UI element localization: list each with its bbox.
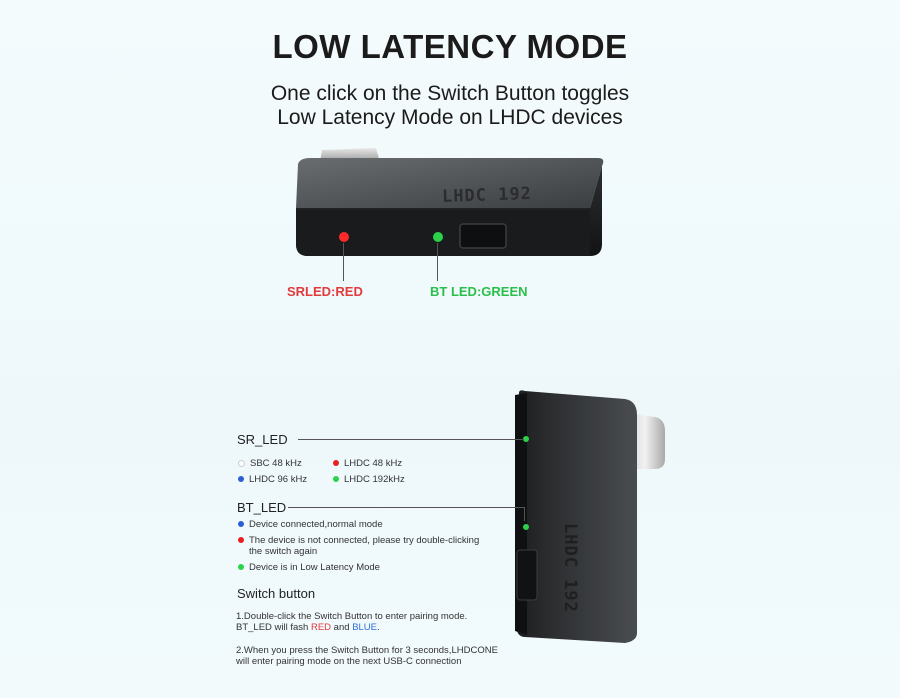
sr-led-label: SRLED:RED (287, 284, 363, 299)
bt-led-label: BT LED:GREEN (430, 284, 528, 299)
blue-dot-icon (238, 476, 244, 483)
bt-led-connector-line-h (288, 507, 524, 508)
bt-item-connected: Device connected,normal mode (238, 519, 383, 530)
sr-led-connector-line (298, 439, 524, 440)
green-dot-icon (333, 476, 339, 483)
red-dot-icon (238, 537, 244, 544)
top-device-front-panel (296, 210, 590, 256)
sr-led-pointer-line (343, 243, 344, 281)
top-sr-led (339, 232, 349, 242)
sr-item-lhdc192: LHDC 192kHz (333, 474, 405, 485)
subtitle: One click on the Switch Button toggles L… (0, 82, 900, 130)
side-device-body (517, 390, 637, 643)
top-bt-led (433, 232, 443, 242)
red-dot-icon (333, 460, 339, 467)
top-device-illustration: LHDC 192 (296, 148, 604, 256)
switch-paragraph-2: 2.When you press the Switch Button for 3… (236, 645, 498, 667)
white-dot-icon (238, 459, 245, 467)
side-sr-led (523, 436, 529, 442)
bt-item-not-connected: The device is not connected, please try … (238, 535, 479, 546)
blue-dot-icon (238, 521, 244, 528)
sr-led-heading: SR_LED (237, 432, 288, 447)
sr-item-lhdc48: LHDC 48 kHz (333, 458, 402, 469)
side-bt-led (523, 524, 529, 530)
switch-heading: Switch button (237, 586, 316, 601)
bt-led-pointer-line (437, 243, 438, 281)
bt-item-not-connected-line2: the switch again (249, 546, 318, 557)
page-title: LOW LATENCY MODE (272, 28, 628, 65)
sr-item-sbc48: SBC 48 kHz (238, 458, 302, 469)
sr-item-lhdc96: LHDC 96 kHz (238, 474, 307, 485)
bt-led-heading: BT_LED (237, 500, 287, 515)
subtitle-line-2: Low Latency Mode on LHDC devices (277, 106, 623, 129)
green-dot-icon (238, 564, 244, 571)
switch-paragraph-1: 1.Double-click the Switch Button to ente… (236, 611, 468, 633)
subtitle-line-1: One click on the Switch Button toggles (270, 82, 630, 105)
side-device-engraving: LHDC 192 (560, 523, 580, 613)
top-device-top-face (296, 158, 604, 208)
side-switch-button (516, 549, 538, 601)
top-device-engraving: LHDC 192 (442, 184, 533, 207)
bt-led-connector-line-v (524, 507, 525, 521)
bt-item-low-latency: Device is in Low Latency Mode (238, 562, 380, 573)
side-device-illustration: LHDC 192 (515, 390, 665, 643)
top-switch-button (459, 223, 507, 249)
